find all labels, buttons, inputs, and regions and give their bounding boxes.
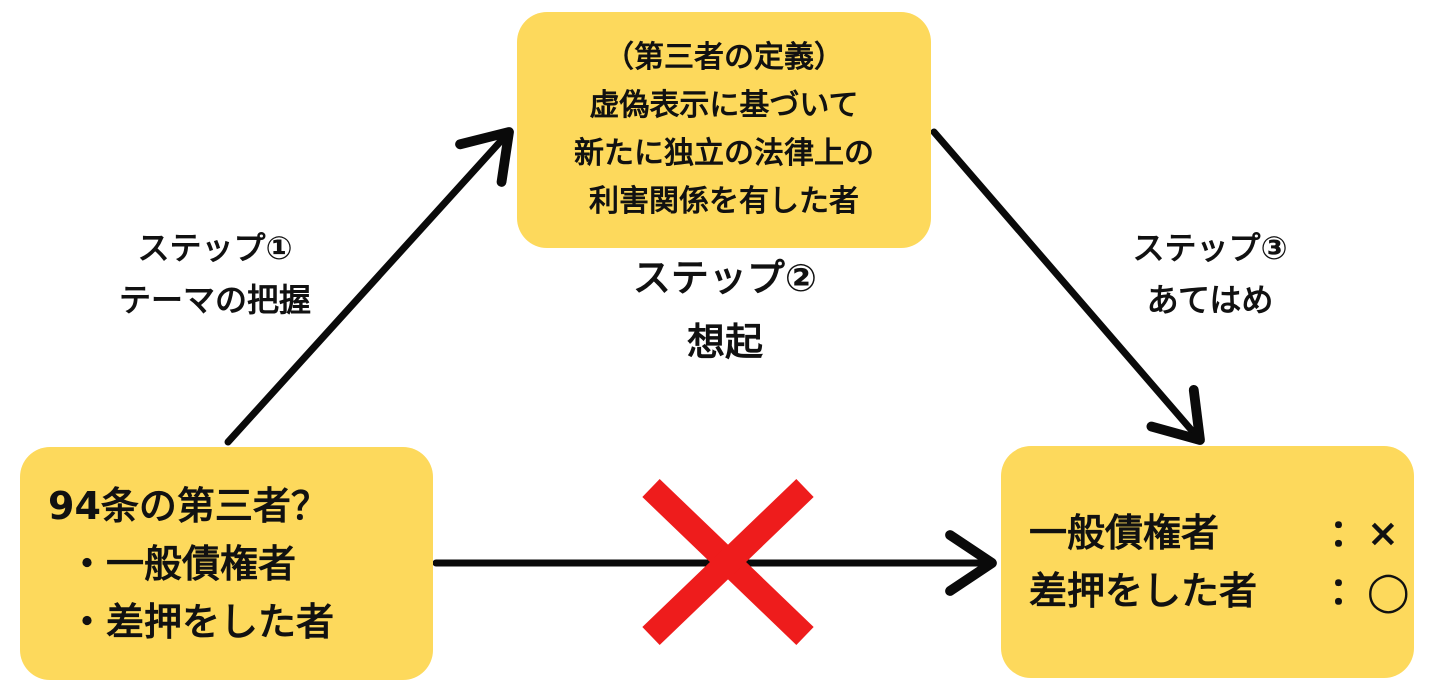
definition-line-2: 虚偽表示に基づいて bbox=[589, 88, 859, 123]
definition-line-1: （第三者の定義） bbox=[604, 40, 844, 75]
arrow-step1 bbox=[224, 127, 514, 446]
step2-title: ステップ② bbox=[632, 256, 818, 300]
answer-row: 差押をした者 ：◯ bbox=[1029, 562, 1414, 620]
step2-label: ステップ② 想起 bbox=[590, 246, 860, 374]
step1-title: ステップ① bbox=[137, 229, 293, 267]
answer-value-2: ：◯ bbox=[1329, 569, 1410, 613]
definition-line-4: 利害関係を有した者 bbox=[589, 184, 859, 219]
step2-caption: 想起 bbox=[686, 320, 763, 364]
step1-caption: テーマの把握 bbox=[118, 281, 311, 319]
step3-title: ステップ③ bbox=[1132, 229, 1288, 267]
step3-caption: あてはめ bbox=[1146, 281, 1274, 319]
definition-line-3: 新たに独立の法律上の bbox=[574, 136, 874, 171]
question-item-1: ・一般債権者 bbox=[68, 541, 297, 586]
step3-label: ステップ③ あてはめ bbox=[1085, 222, 1335, 326]
arrow-step3 bbox=[930, 128, 1205, 445]
definition-box: （第三者の定義） 虚偽表示に基づいて 新たに独立の法律上の 利害関係を有した者 bbox=[517, 12, 931, 248]
answer-value-1: ：× bbox=[1329, 511, 1399, 555]
answer-row: 一般債権者 ：× bbox=[1029, 504, 1414, 562]
question-title: 94条の第三者？ bbox=[48, 483, 329, 528]
answer-box: 一般債権者 ：× 差押をした者 ：◯ bbox=[1001, 446, 1414, 678]
cross-icon bbox=[642, 478, 814, 646]
question-item-2: ・差押をした者 bbox=[68, 599, 335, 644]
answer-label-1: 一般債権者 bbox=[1029, 511, 1220, 555]
question-box: 94条の第三者？ ・一般債権者 ・差押をした者 bbox=[20, 447, 433, 680]
answer-label-2: 差押をした者 bbox=[1029, 569, 1258, 613]
step1-label: ステップ① テーマの把握 bbox=[90, 222, 340, 326]
